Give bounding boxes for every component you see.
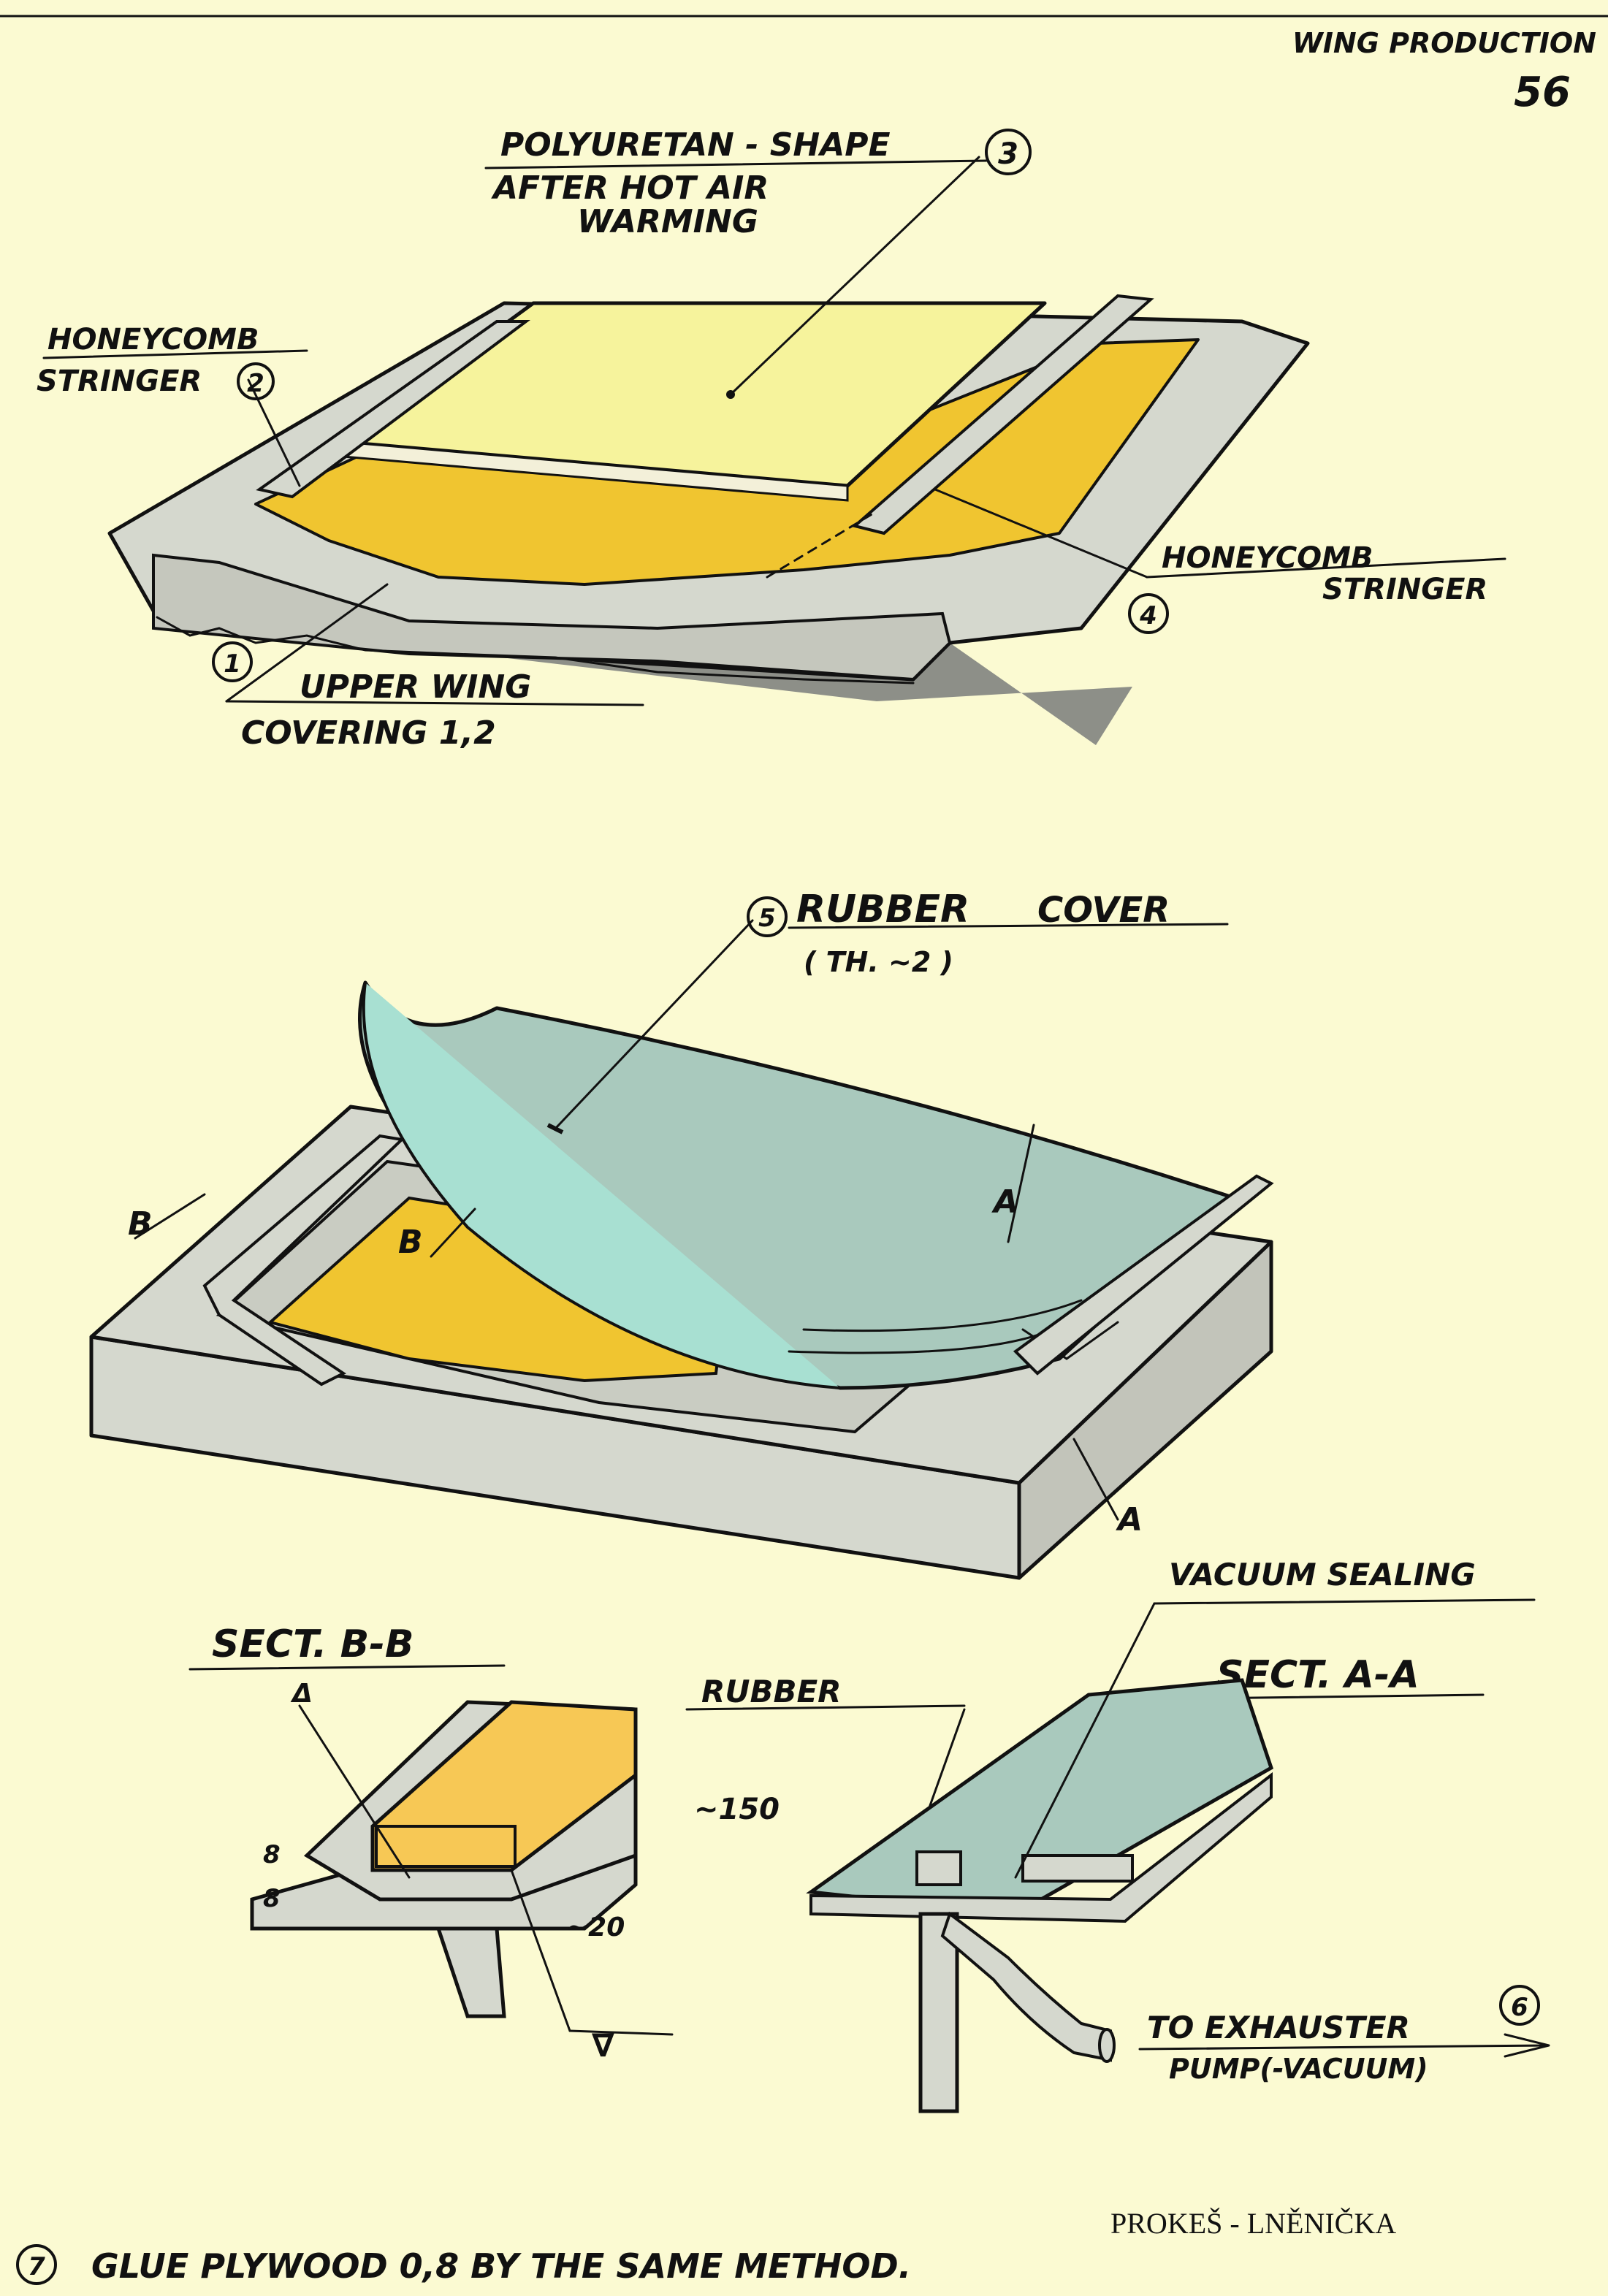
label-1-line2: COVERING 1,2 (241, 714, 496, 752)
sect-bb-delta: Δ (290, 1679, 313, 1709)
callout-circle-6 (1499, 1985, 1540, 2026)
rubber-cover-diagram: 5 RUBBER COVER ( TH. ~2 ) B B A A (89, 888, 1274, 1580)
footer: PROKEŠ - LNĚNIČKA 7 GLUE PLYWOOD 0,8 BY … (16, 2207, 1396, 2286)
label-2-number: 2 (247, 369, 264, 398)
callout-circle-2 (237, 362, 275, 400)
sect-aa-wall (918, 1912, 959, 2113)
label-2-line1: HONEYCOMB (47, 323, 259, 356)
label-5-line2: ( TH. ~2 ) (804, 946, 953, 978)
label-3-line3: WARMING (577, 203, 758, 240)
section-mark-b-left: B (128, 1205, 153, 1243)
label-2-line2: STRINGER (37, 365, 202, 398)
rubber-label: RUBBER (701, 1674, 842, 1709)
callout-circle-1 (212, 641, 253, 682)
top-mold-front-face (152, 553, 952, 682)
label-3-line1: POLYURETAN - SHAPE (500, 126, 891, 164)
section-aa: VACUUM SEALING SECT. A-A RUBBER TO EXHAU… (685, 1557, 1550, 2113)
label-4-line2: STRINGER (1322, 573, 1487, 606)
sect-bb-dim-150: ~150 (694, 1793, 780, 1826)
exhaust-line2: PUMP(-VACUUM) (1169, 2053, 1428, 2085)
rubber-cover-curl (362, 982, 841, 1389)
leader-5 (554, 919, 754, 1130)
page-number: 56 (1514, 69, 1571, 116)
label-1-number: 1 (224, 649, 241, 679)
middle-stringer-right (1013, 1174, 1274, 1376)
section-mark-a-top: A (991, 1183, 1018, 1221)
sect-aa-tube (940, 1911, 1112, 2062)
honeycomb-stringer-left (256, 320, 530, 499)
vacuum-leader (1014, 1602, 1156, 1879)
middle-stringer-left (202, 1134, 405, 1387)
callout-circle-7 (16, 2244, 57, 2285)
label-3-line2: AFTER HOT AIR (491, 169, 769, 207)
sect-bb-dim-20: ~20 (566, 1912, 625, 1942)
label-4-number: 4 (1139, 601, 1157, 630)
label-5-line1: RUBBER (796, 888, 969, 931)
leader-4 (934, 488, 1148, 579)
note-number: 7 (28, 2252, 45, 2281)
label-3-number: 3 (998, 137, 1018, 171)
sect-bb-dim-8-upper: 8 (263, 1840, 281, 1869)
exhaust-line1: TO EXHAUSTER (1147, 2010, 1410, 2045)
header-title: WING PRODUCTION (1292, 27, 1596, 59)
authors: PROKEŠ - LNĚNIČKA (1110, 2207, 1396, 2240)
top-assembly-diagram: POLYURETAN - SHAPE 3 AFTER HOT AIR WARMI… (37, 126, 1506, 752)
sect-bb-title: SECT. B-B (212, 1622, 414, 1666)
label-4-line1: HONEYCOMB (1162, 541, 1373, 575)
sect-aa-seal (915, 1850, 962, 1886)
vacuum-sealing-label: VACUUM SEALING (1169, 1557, 1476, 1593)
leader-1 (225, 583, 389, 703)
sect-aa-title: SECT. A-A (1216, 1653, 1420, 1697)
exhaust-number: 6 (1511, 1993, 1528, 2022)
section-mark-a-bottom: A (1116, 1501, 1143, 1538)
callout-circle-5 (747, 896, 788, 937)
section-mark-b-inner: B (398, 1224, 423, 1261)
sect-bb-nabla: ∇ (592, 2027, 614, 2064)
callout-circle-4 (1128, 593, 1169, 634)
honeycomb-stringer-right (851, 294, 1154, 535)
label-1-line1: UPPER WING (300, 668, 531, 706)
leader-3 (729, 156, 980, 396)
label-5-number: 5 (758, 904, 776, 933)
sect-bb-dim-8-lower: 8 (263, 1884, 281, 1913)
section-bb: SECT. B-B Δ 8 8 ~150 ~20 ∇ (188, 1622, 780, 2064)
callout-circle-3 (985, 129, 1032, 175)
sect-bb-flange (435, 1926, 506, 2018)
note-text: GLUE PLYWOOD 0,8 BY THE SAME METHOD. (91, 2246, 911, 2286)
sect-aa-base (809, 1771, 1273, 1923)
top-torn-edge (156, 616, 915, 684)
